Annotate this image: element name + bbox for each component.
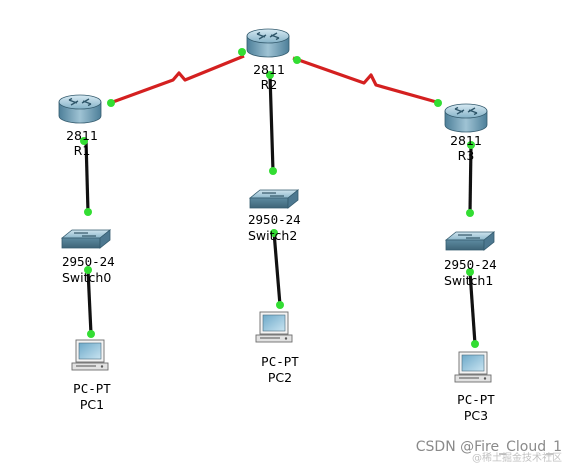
eth-link-switch0-pc1[interactable] [86,269,93,335]
watermark-text: CSDN @Fire_Cloud_1 [416,439,562,455]
eth-link-r2-switch2[interactable] [268,74,275,172]
port-dot [434,99,442,107]
port-dot [87,330,95,338]
switch0-name-label: Switch0 [62,270,111,285]
port-dot [293,56,301,64]
pc-pc3[interactable] [454,351,492,383]
pc-pc2[interactable] [255,311,293,343]
port-dot [266,71,274,79]
serial-links [109,54,441,105]
switch2-model-label: 2950-24 [248,212,301,227]
r2-name-label: R2 [261,77,278,92]
port-dot [84,208,92,216]
r3-name-label: R3 [458,148,475,163]
r1-model-label: 2811 [66,128,98,143]
eth-link-switch1-pc3[interactable] [468,271,477,345]
pc2-model-label: PC-PT [261,354,299,369]
eth-link-r1-switch0[interactable] [84,139,90,213]
router-r1[interactable] [58,94,102,124]
port-dot [276,301,284,309]
switch-icon [249,189,299,209]
router-icon [444,103,488,133]
eth-link-switch2-pc2[interactable] [272,231,282,306]
pc1-model-label: PC-PT [73,381,111,396]
switch-switch1[interactable] [445,231,495,251]
pc-icon [255,311,293,343]
serial-link-r2-r3[interactable] [292,56,441,105]
port-dot [80,137,88,145]
port-dot [467,141,475,149]
port-dot [238,48,246,56]
switch1-name-label: Switch1 [444,273,493,288]
port-dot [107,99,115,107]
serial-link-r1-r2[interactable] [109,54,245,105]
router-r3[interactable] [444,103,488,133]
eth-link-r3-switch1[interactable] [468,144,473,214]
switch-switch2[interactable] [249,189,299,209]
switch-icon [445,231,495,251]
switch-icon [61,229,111,249]
port-dot [269,167,277,175]
r1-name-label: R1 [74,143,91,158]
pc-pc1[interactable] [71,339,109,371]
port-dot [84,266,92,274]
router-icon [58,94,102,124]
port-dot [466,268,474,276]
switch0-model-label: 2950-24 [62,254,115,269]
switch1-model-label: 2950-24 [444,257,497,272]
router-r2[interactable] [246,28,290,58]
pc1-name-label: PC1 [80,397,104,412]
switch2-name-label: Switch2 [248,228,297,243]
port-indicators [80,48,479,348]
pc3-model-label: PC-PT [457,392,495,407]
pc2-name-label: PC2 [268,370,292,385]
ethernet-links [84,74,477,345]
watermark-subtext: @稀土掘金技术社区 [472,451,562,464]
router-icon [246,28,290,58]
port-dot [466,209,474,217]
pc-icon [454,351,492,383]
port-dot [270,229,278,237]
port-dot [471,340,479,348]
device-labels: 2811 R2 2811 R1 2811 R3 2950-24 Switch2 … [62,62,497,423]
r3-model-label: 2811 [450,133,482,148]
pc3-name-label: PC3 [464,408,488,423]
r2-model-label: 2811 [253,62,285,77]
switch-switch0[interactable] [61,229,111,249]
pc-icon [71,339,109,371]
